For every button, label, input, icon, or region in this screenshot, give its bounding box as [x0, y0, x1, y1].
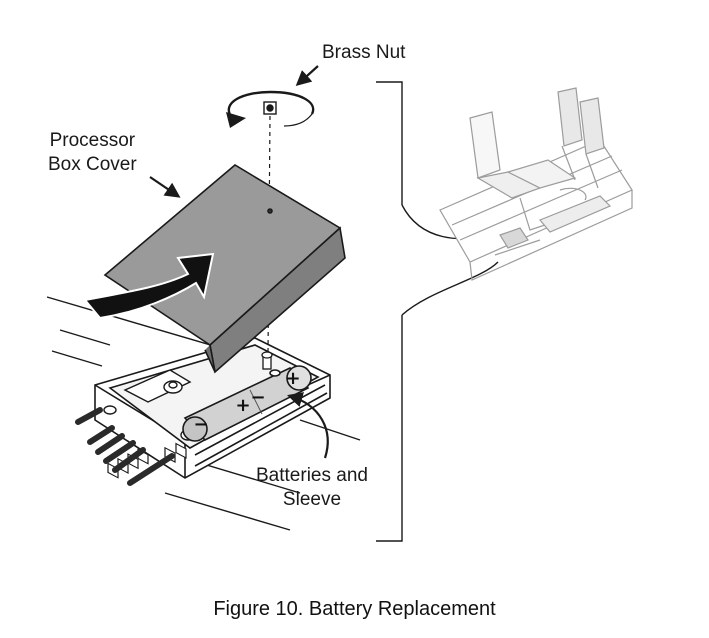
processor-box-cover-label-line1: Processor [49, 130, 136, 151]
mounting-stud [261, 351, 273, 370]
processor-box-cover-label-line2: Box Cover [48, 154, 137, 175]
batteries-sleeve [182, 365, 312, 442]
battery-polarity-symbols: − + − + [193, 368, 300, 435]
battery-plus-symbol-2: + [285, 368, 300, 389]
batteries-sleeve-label-line2: Sleeve [282, 489, 342, 510]
battery-plus-symbol: + [235, 395, 250, 416]
leg-press-machine-illustration [439, 87, 633, 281]
batteries-sleeve-label-line1: Batteries and [256, 465, 368, 486]
batteries-sleeve-label: Batteries and Sleeve [256, 464, 368, 512]
processor-box-cover-label: Processor Box Cover [48, 129, 137, 177]
processor-box-cover [103, 164, 346, 374]
figure-caption: Figure 10. Battery Replacement [213, 598, 496, 620]
slide-direction-arrow [83, 252, 215, 320]
battery-minus-symbol: − [193, 414, 208, 435]
callout-arrows [149, 65, 329, 459]
rotation-arrow [226, 90, 315, 128]
cables [75, 407, 175, 486]
brass-nut [263, 101, 277, 115]
brass-nut-label: Brass Nut [322, 42, 406, 63]
battery-minus-symbol-2: − [250, 387, 265, 408]
